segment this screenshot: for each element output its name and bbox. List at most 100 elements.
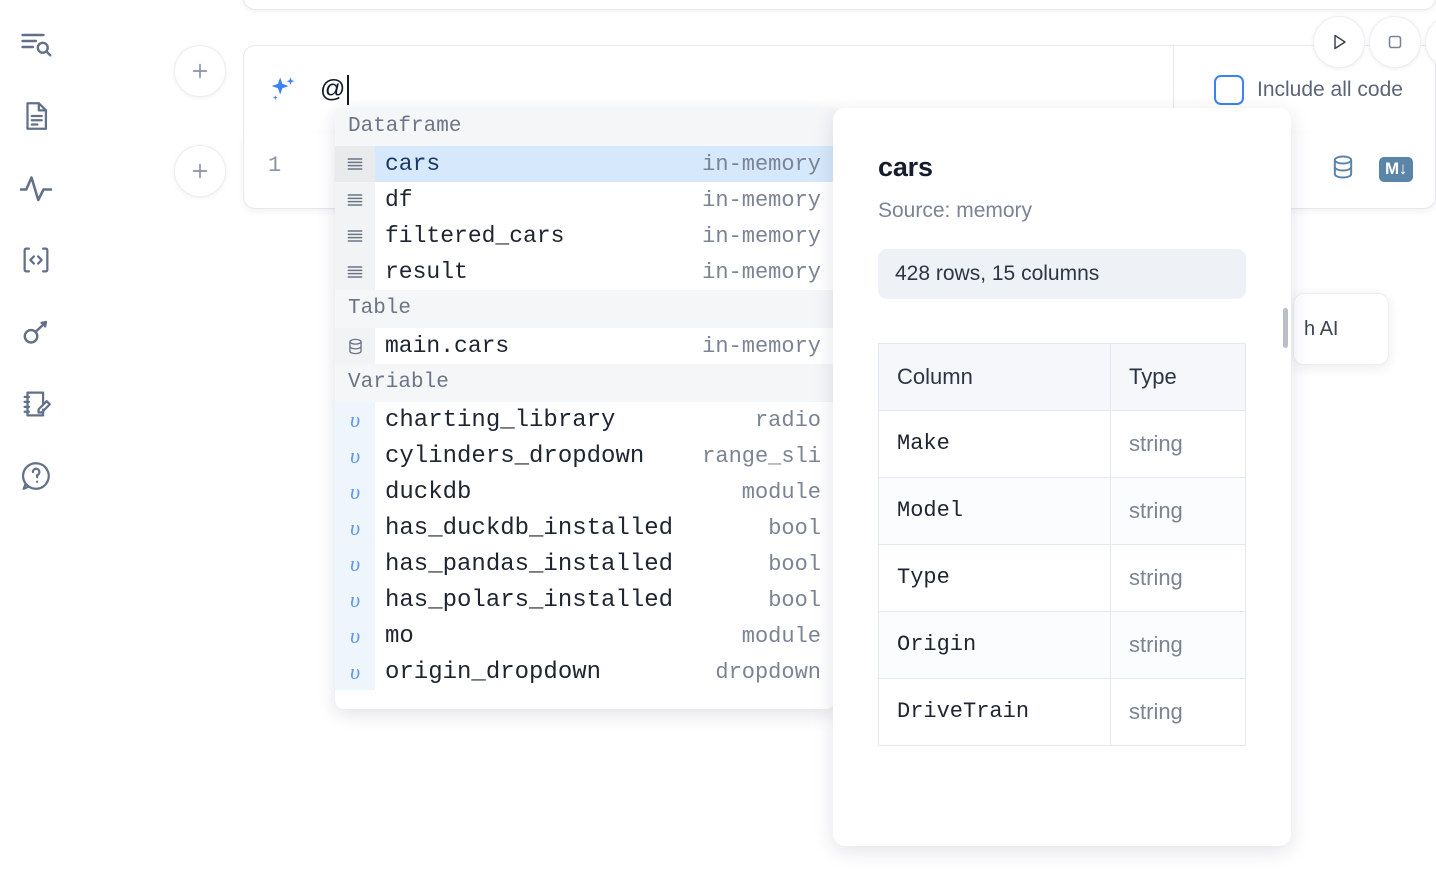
autocomplete-item-type: in-memory (702, 151, 821, 177)
autocomplete-item-name: filtered_cars (385, 223, 565, 249)
column-type-cell: string (1129, 632, 1183, 657)
activity-icon (18, 170, 54, 206)
column-header: Column (879, 344, 1111, 410)
autocomplete-item-name: cars (385, 151, 441, 177)
autocomplete-item-type: range_sli (702, 443, 821, 469)
autocomplete-item[interactable]: df in-memory (335, 182, 835, 218)
column-name-cell: Type (879, 545, 1111, 611)
preview-source: Source: memory (878, 199, 1033, 222)
autocomplete-item[interactable]: filtered_cars in-memory (335, 218, 835, 254)
variable-icon: υ (335, 582, 375, 618)
dataframe-icon (335, 254, 375, 290)
run-button[interactable] (1313, 16, 1365, 68)
autocomplete-item[interactable]: υ charting_library radio (335, 402, 835, 438)
add-cell-above-button[interactable] (174, 45, 226, 97)
ai-prompt-row: @ (244, 46, 1174, 133)
autocomplete-item-name: main.cars (385, 333, 510, 359)
variable-icon: υ (335, 618, 375, 654)
type-header: Type (1129, 364, 1177, 389)
autocomplete-item[interactable]: υ cylinders_dropdown range_sli (335, 438, 835, 474)
sidebar-item-activity[interactable] (13, 162, 59, 214)
autocomplete-item-name: result (385, 259, 468, 285)
sidebar-item-help[interactable] (13, 450, 59, 502)
autocomplete-item-name: has_pandas_installed (385, 550, 674, 578)
autocomplete-item-name: mo (385, 622, 414, 650)
ai-prompt-input[interactable]: @ (320, 46, 1173, 133)
variable-icon: υ (335, 654, 375, 690)
cell-icon-group: M↓ (1329, 153, 1413, 186)
column-name-cell: DriveTrain (879, 679, 1111, 745)
text-caret (346, 74, 349, 105)
sidebar-item-document[interactable] (13, 90, 59, 142)
help-chat-icon (19, 459, 53, 493)
dataframe-icon (335, 218, 375, 254)
autocomplete-group-header: Table (335, 290, 835, 328)
variable-icon: υ (335, 546, 375, 582)
sparkle-icon (266, 73, 300, 107)
autocomplete-item-type: bool (768, 587, 821, 613)
column-name-cell: Origin (879, 612, 1111, 678)
autocomplete-item[interactable]: main.cars in-memory (335, 328, 835, 364)
autocomplete-item[interactable]: cars in-memory (335, 146, 835, 182)
variable-icon: υ (335, 510, 375, 546)
table-row: Model string (879, 478, 1245, 545)
add-cell-below-button[interactable] (174, 145, 226, 197)
autocomplete-item-name: has_polars_installed (385, 586, 674, 614)
generate-with-ai-card[interactable]: h AI (1293, 293, 1389, 365)
autocomplete-item[interactable]: υ has_duckdb_installed bool (335, 510, 835, 546)
sidebar-item-secrets[interactable] (13, 306, 59, 358)
autocomplete-item-type: in-memory (702, 333, 821, 359)
table-header-row: Column Type (879, 344, 1245, 411)
dataframe-icon (335, 182, 375, 218)
code-brackets-icon (19, 243, 53, 277)
autocomplete-item-name: cylinders_dropdown (385, 442, 645, 470)
column-name-cell: Model (879, 478, 1111, 544)
variable-icon: υ (335, 438, 375, 474)
stop-button[interactable] (1369, 16, 1421, 68)
sidebar-rail (0, 0, 72, 874)
preview-scrollbar[interactable] (1283, 168, 1288, 808)
ai-prompt-value: @ (320, 75, 346, 103)
autocomplete-item-type: bool (768, 551, 821, 577)
document-icon (19, 99, 53, 133)
autocomplete-group-header: Variable (335, 364, 835, 402)
column-type-cell: string (1129, 431, 1183, 456)
autocomplete-item-name: origin_dropdown (385, 658, 602, 686)
autocomplete-item-name: charting_library (385, 406, 616, 434)
include-all-code-control[interactable]: Include all code (1199, 46, 1403, 133)
notebook-edit-icon (19, 387, 53, 421)
autocomplete-group-header: Dataframe (335, 108, 835, 146)
preview-scrollbar-thumb[interactable] (1283, 308, 1288, 348)
variable-icon: υ (335, 474, 375, 510)
autocomplete-item-name: has_duckdb_installed (385, 514, 674, 542)
autocomplete-item[interactable]: υ has_pandas_installed bool (335, 546, 835, 582)
autocomplete-item-type: module (741, 623, 821, 649)
database-icon (335, 328, 375, 364)
sidebar-item-outline-search[interactable] (13, 18, 59, 70)
autocomplete-item[interactable]: υ has_polars_installed bool (335, 582, 835, 618)
markdown-badge[interactable]: M↓ (1378, 157, 1413, 182)
line-number: 1 (268, 153, 282, 178)
autocomplete-item-type: in-memory (702, 187, 821, 213)
include-all-code-checkbox[interactable] (1214, 74, 1244, 105)
database-icon[interactable] (1329, 153, 1357, 186)
autocomplete-item-type: radio (754, 407, 821, 433)
sidebar-item-scratchpad[interactable] (13, 378, 59, 430)
key-icon (19, 315, 53, 349)
autocomplete-item-type: bool (768, 515, 821, 541)
sidebar-item-code[interactable] (13, 234, 59, 286)
variable-icon: υ (335, 402, 375, 438)
column-type-cell: string (1129, 498, 1183, 523)
autocomplete-item-name: df (385, 187, 413, 213)
autocomplete-item-type: in-memory (702, 223, 821, 249)
previous-cell-stub (243, 0, 1436, 10)
